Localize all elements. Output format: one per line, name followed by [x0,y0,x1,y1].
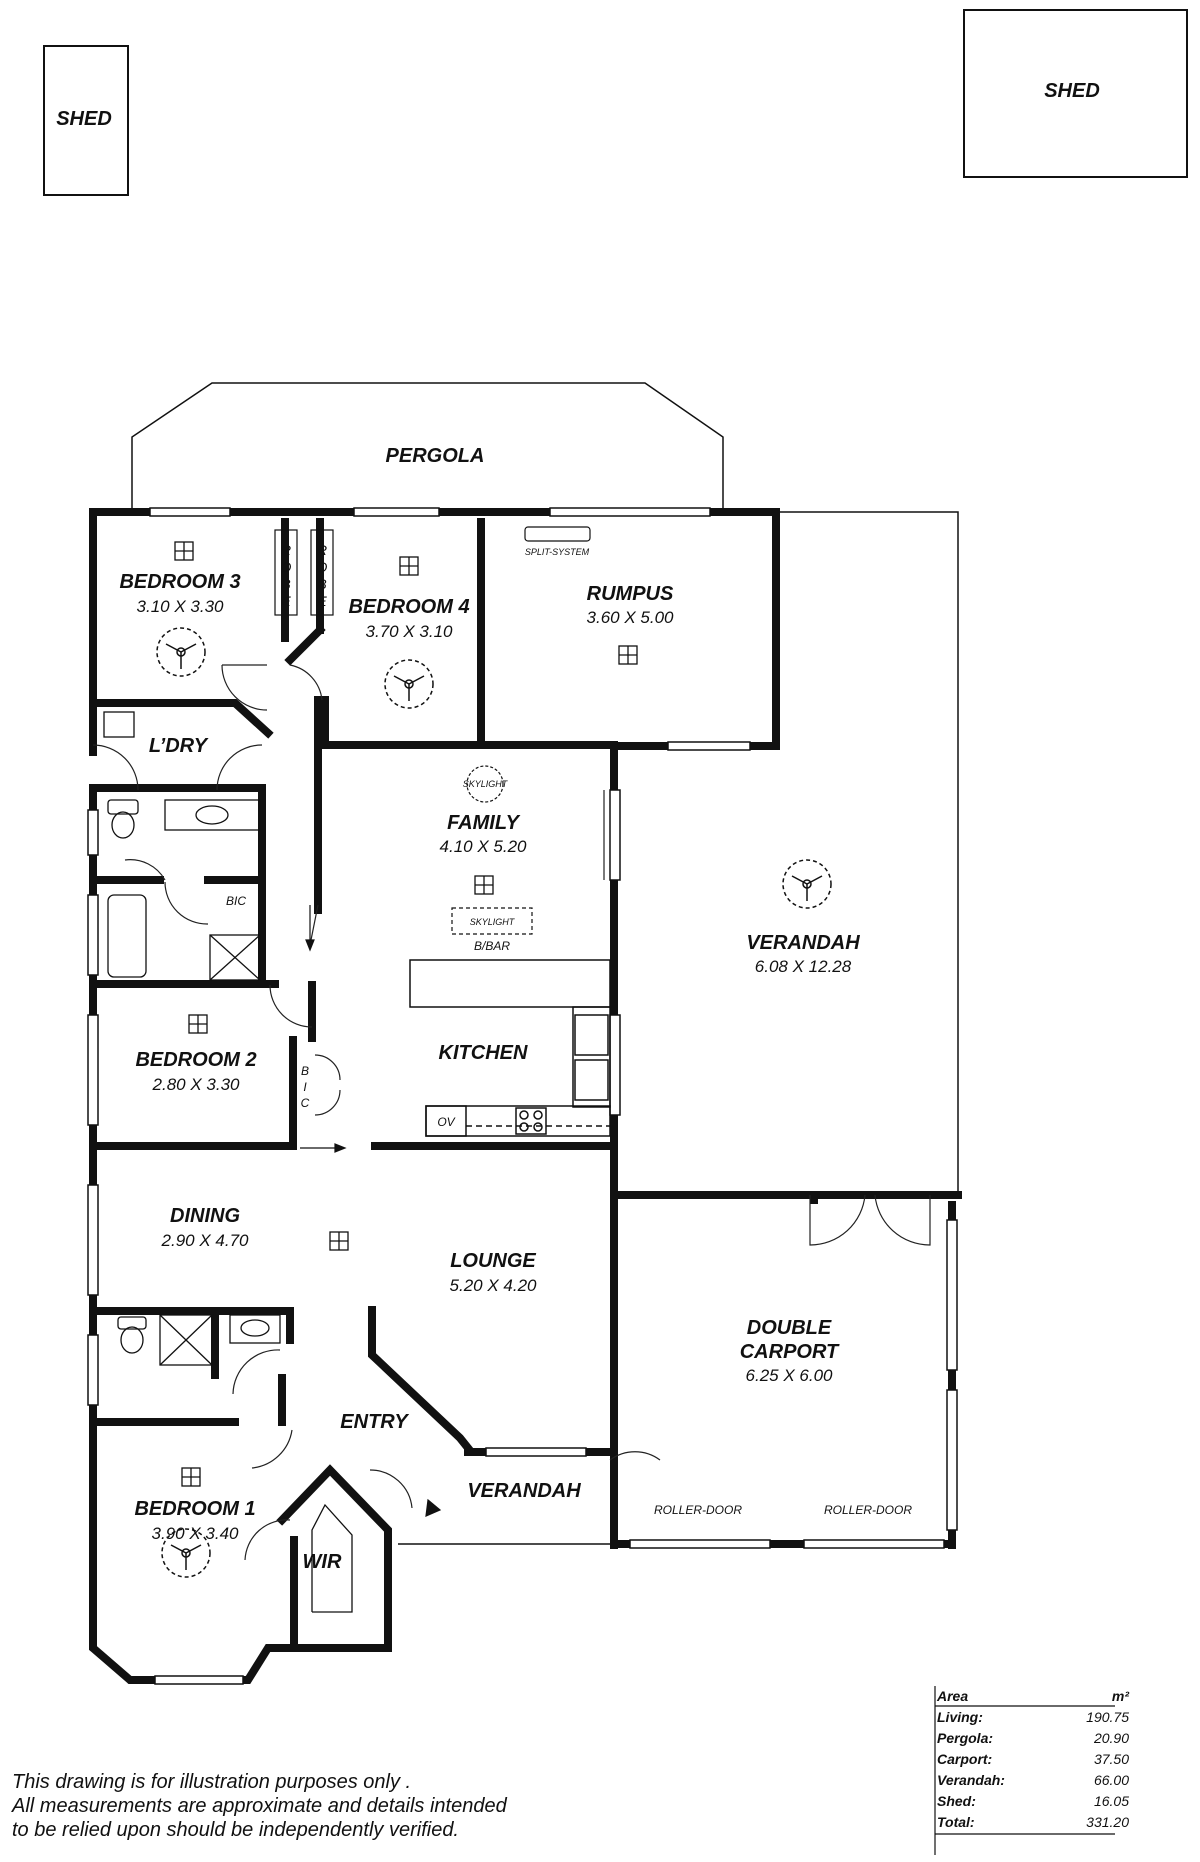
split-system-unit [524,526,591,542]
dining-dims: 2.90 X 4.70 [161,1231,250,1250]
robe-left-b: B [281,576,290,592]
area-header-label: Area [937,1688,969,1704]
carport-name-line1: DOUBLE [747,1317,832,1339]
disclaimer: This drawing is for illustration purpose… [12,1770,532,1842]
bedroom4-name: BEDROOM 4 [348,596,469,618]
entry-name: ENTRY [340,1411,409,1433]
robe-left-r: R [281,542,291,558]
robe-right-o: O [317,559,328,575]
roller-door-2-label: ROLLER-DOOR [824,1503,912,1517]
robe-right-b: B [317,576,326,592]
robe-right-e: E [317,593,327,609]
robe-left [274,529,298,616]
dining-name: DINING [170,1205,240,1227]
windows [87,507,958,1685]
kitchen-name: KITCHEN [439,1042,528,1064]
carport-dims: 6.25 X 6.00 [746,1366,834,1385]
disclaimer-line: to be relied upon should be independentl… [12,1819,459,1841]
bbar-label: B/BAR [474,939,510,953]
area-row-value: 66.00 [1093,1772,1129,1788]
area-row-value: 20.90 [1093,1730,1129,1746]
bathroom-fixtures [103,711,353,1613]
rumpus-name: RUMPUS [587,583,674,605]
area-row-label: Pergola: [937,1730,994,1746]
area-row-carport: Carport: 37.50 [935,1749,1131,1770]
area-row-pergola: Pergola: 20.90 [935,1728,1131,1749]
bedroom4-dims: 3.70 X 3.10 [366,622,454,641]
shed-left-label: SHED [56,108,112,130]
robe-right [310,529,334,616]
split-system-label: SPLIT-SYSTEM [525,547,590,557]
bic-letter-c: C [301,1096,310,1110]
skylight-circle [466,765,504,803]
pergola-outline [131,382,724,510]
ceiling-fan-icons [156,627,832,1578]
bedroom3-name: BEDROOM 3 [119,571,240,593]
laundry-name: L’DRY [149,735,209,757]
bedroom1-dims: 3.90 X 3.40 [152,1524,240,1543]
area-row-label: Total: [937,1814,975,1830]
area-row-label: Living: [937,1709,983,1725]
bedroom3-dims: 3.10 X 3.30 [137,597,225,616]
verandah-front-name: VERANDAH [467,1480,581,1502]
bic-letter-i: I [303,1080,307,1094]
lounge-name: LOUNGE [450,1250,536,1272]
area-table-header: Area m² [935,1686,1131,1707]
family-name: FAMILY [447,812,521,834]
area-row-shed: Shed: 16.05 [935,1791,1131,1812]
disclaimer-line: All measurements are approximate and det… [12,1795,507,1817]
bedroom2-dims: 2.80 X 3.30 [152,1075,241,1094]
bic-label: BIC [226,894,246,908]
carport-name-line2: CARPORT [740,1341,840,1363]
area-row-total: Total: 331.20 [935,1812,1131,1833]
area-header-unit: m² [1111,1688,1129,1704]
bedroom2-name: BEDROOM 2 [135,1049,256,1071]
family-dims: 4.10 X 5.20 [440,837,528,856]
robe-left-e: E [281,593,291,609]
area-table: Area m² Living: 190.75 Pergola: 20.90 Ca… [935,1686,1131,1833]
pergola-label: PERGOLA [386,445,485,467]
verandah-side-dims: 6.08 X 12.28 [755,957,852,976]
rumpus-dims: 3.60 X 5.00 [587,608,675,627]
area-row-value: 16.05 [1093,1793,1129,1809]
area-row-label: Verandah: [937,1772,1005,1788]
robe-right-r: R [317,542,327,558]
area-row-value: 37.50 [1093,1751,1129,1767]
disclaimer-line: This drawing is for illustration purpose… [12,1771,412,1793]
skylight-rect [451,907,533,935]
kitchen-benches [409,959,611,1137]
skylight-label-1: SKYLIGHT [463,779,509,789]
bedroom1-name: BEDROOM 1 [134,1498,255,1520]
lounge-dims: 5.20 X 4.20 [450,1276,538,1295]
skylight-label-2: SKYLIGHT [470,917,516,927]
area-row-label: Shed: [937,1793,976,1809]
wir-name: WIR [303,1551,342,1573]
direction-arrows [300,905,442,1517]
verandah-side-name: VERANDAH [746,932,860,954]
area-row-living: Living: 190.75 [935,1707,1131,1728]
verandah-side-outline [776,511,959,1195]
roller-door-1-label: ROLLER-DOOR [654,1503,742,1517]
robe-left-o: O [281,559,292,575]
area-table-lines [934,1686,1115,1855]
bic-letter-b: B [301,1064,309,1078]
shed-right-label: SHED [1044,80,1100,102]
shed-left [43,45,129,196]
area-row-value: 190.75 [1086,1709,1129,1725]
area-row-verandah: Verandah: 66.00 [935,1770,1131,1791]
shed-right [963,9,1188,178]
door-swings [92,664,931,1561]
light-fitting-icons [174,541,638,1487]
area-row-value: 331.20 [1086,1814,1129,1830]
oven-label: OV [437,1115,455,1129]
area-row-label: Carport: [937,1751,993,1767]
